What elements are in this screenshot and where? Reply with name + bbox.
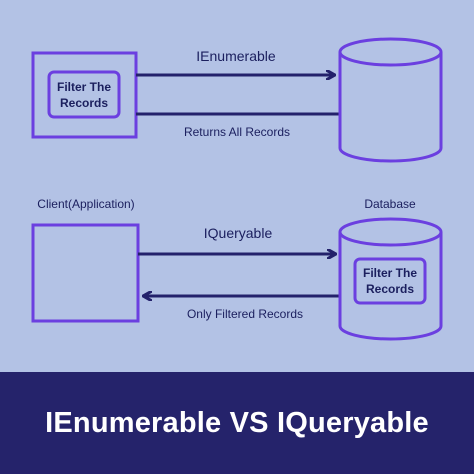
comparison-diagram: Filter The Records IEnumerable Returns A…: [31, 37, 443, 341]
bottom-request-label: IQueryable: [204, 225, 273, 241]
bottom-response-label: Only Filtered Records: [187, 307, 303, 321]
database-label: Database: [364, 197, 416, 211]
top-response-label: Returns All Records: [184, 125, 290, 139]
top-client-box: Filter The Records: [31, 51, 138, 139]
top-filter-box: [47, 70, 121, 119]
client-label: Client(Application): [37, 197, 134, 211]
top-filter-text-line1: Filter The: [57, 80, 111, 94]
bottom-filter-box: [353, 257, 427, 305]
page-title: IEnumerable VS IQueryable: [45, 406, 429, 439]
bottom-client-box: [31, 223, 140, 323]
bottom-filter-text-line1: Filter The: [363, 266, 417, 280]
top-filter-text-line2: Records: [60, 96, 108, 110]
bottom-filter-text-line2: Records: [366, 282, 414, 296]
top-request-label: IEnumerable: [196, 48, 276, 64]
top-database-cylinder: [338, 37, 443, 163]
bottom-database-cylinder: Filter The Records: [338, 217, 443, 341]
title-bar: IEnumerable VS IQueryable: [0, 372, 474, 474]
